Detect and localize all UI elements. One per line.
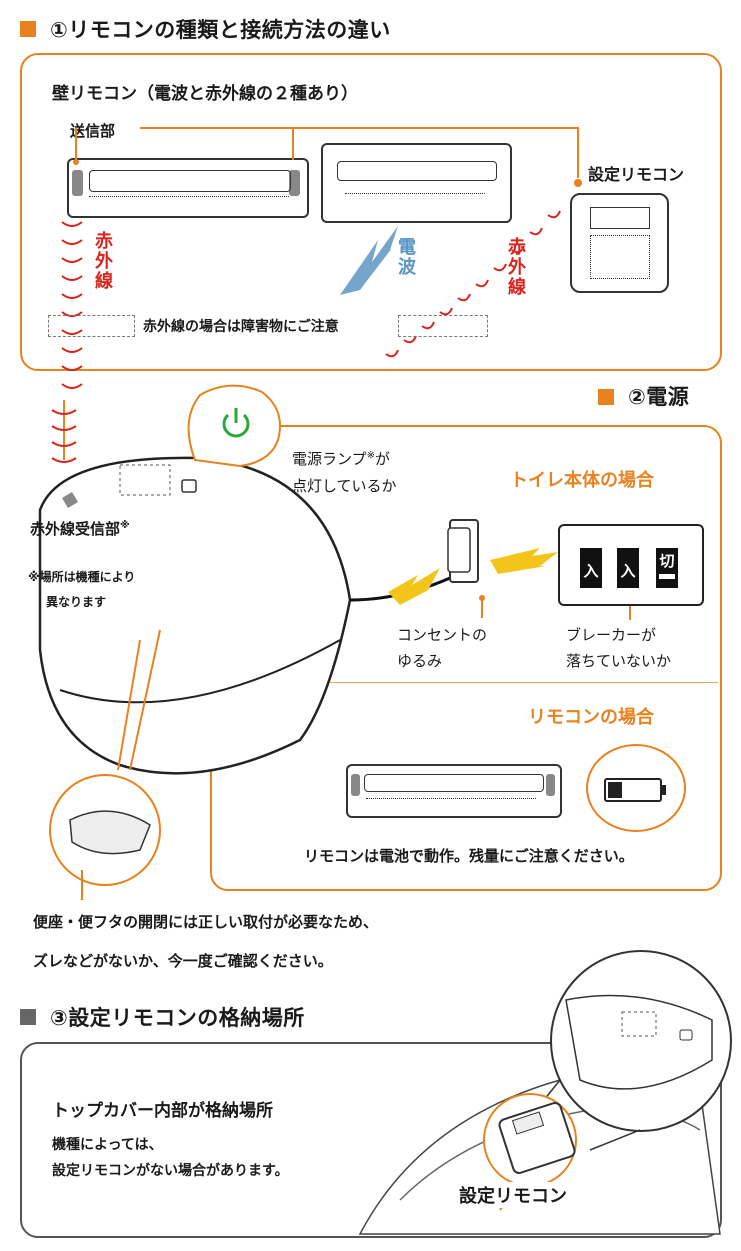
outlet-text-1: コンセントの [397,626,488,644]
section3-marker [20,1009,36,1025]
remote-case-heading: リモコンの場合 [528,707,654,728]
setting-remote-label: 設定リモコン [588,165,685,184]
setting-remote [570,193,669,293]
breaker-switch-1: 入 [580,548,602,588]
infrared-label-left: 赤外線 [95,231,113,292]
storage-note-1: 機種によっては、 [52,1137,163,1153]
section2-marker [598,389,614,405]
seat-note-1: 便座・便フタの開閉には正しい取付が必要なため、 [33,913,379,931]
transmitter-leader-lines [61,127,582,389]
wall-remote-radio [321,143,512,223]
section3-title: ③設定リモコンの格納場所 [50,1006,305,1030]
obstacle-area-left [48,315,135,337]
battery-remote [346,764,562,818]
button-row-bottom [366,798,536,807]
breaker-text-1: ブレーカーが [566,626,657,644]
lamp-text-1: 電源ランプ [292,450,367,468]
transmitter-right-window [289,170,300,196]
breaker-switch-2: 入 [617,548,639,588]
button-row-top [337,161,497,181]
toilet-case-heading: トイレ本体の場合 [510,470,654,491]
battery-icon [604,778,666,802]
transmitter-label: 送信部 [70,122,116,140]
setting-remote-screen [590,207,650,229]
transmitter-right-window [546,774,555,796]
battery-note: リモコンは電池で動作。残量にご注意ください。 [304,847,634,865]
breaker-switch-3: 切 [656,548,678,588]
setting-remote-keypad [590,235,650,279]
lamp-text-1b: が [374,450,390,468]
obstacle-note: 赤外線の場合は障害物にご注意 [143,319,339,335]
section1-title: ①リモコンの種類と接続方法の違い [50,18,391,42]
button-row-top [364,774,544,792]
section2-divider [330,682,718,683]
lamp-text-2: 点灯しているか [292,477,397,495]
wall-remote-heading: 壁リモコン（電波と赤外線の２種あり） [52,84,358,104]
lamp-mark: ※ [366,450,375,461]
storage-note-2: 設定リモコンがない場合があります。 [52,1163,289,1179]
obstacle-area-right [398,315,488,337]
battery-tip [662,785,666,795]
receiver-label-text: 赤外線受信部 [30,520,121,538]
outlet-text-2: ゆるみ [397,652,443,670]
storage-callout-label: 設定リモコン [455,1182,571,1208]
button-row-bottom [345,193,485,204]
battery-level [608,782,622,798]
breaker-off-bar [659,574,675,579]
breaker-text-2: 落ちていないか [566,652,672,670]
transmitter-left-window [72,170,83,196]
power-lamp-text: 電源ランプ※が [292,448,390,469]
receiver-mark: ※ [120,520,130,531]
seat-note-2: ズレなどがないか、今一度ご確認ください。 [33,952,333,970]
transmitter-left-window [351,774,360,796]
receiver-label: 赤外線受信部※ [30,518,130,539]
button-row-bottom [89,196,289,209]
receiver-note-1: ※場所は機種により [28,570,136,584]
radio-wave-label: 電波 [398,237,416,278]
button-row-top [89,170,291,192]
receiver-note-2: 異なります [46,595,107,609]
storage-title: トップカバー内部が格納場所 [52,1101,273,1121]
wall-remote-infrared [67,158,309,218]
battery-callout [586,744,686,832]
section1-marker [20,21,36,37]
infrared-label-right: 赤外線 [508,237,526,298]
section2-title: ②電源 [628,385,690,409]
toilet-illustration [38,384,633,900]
